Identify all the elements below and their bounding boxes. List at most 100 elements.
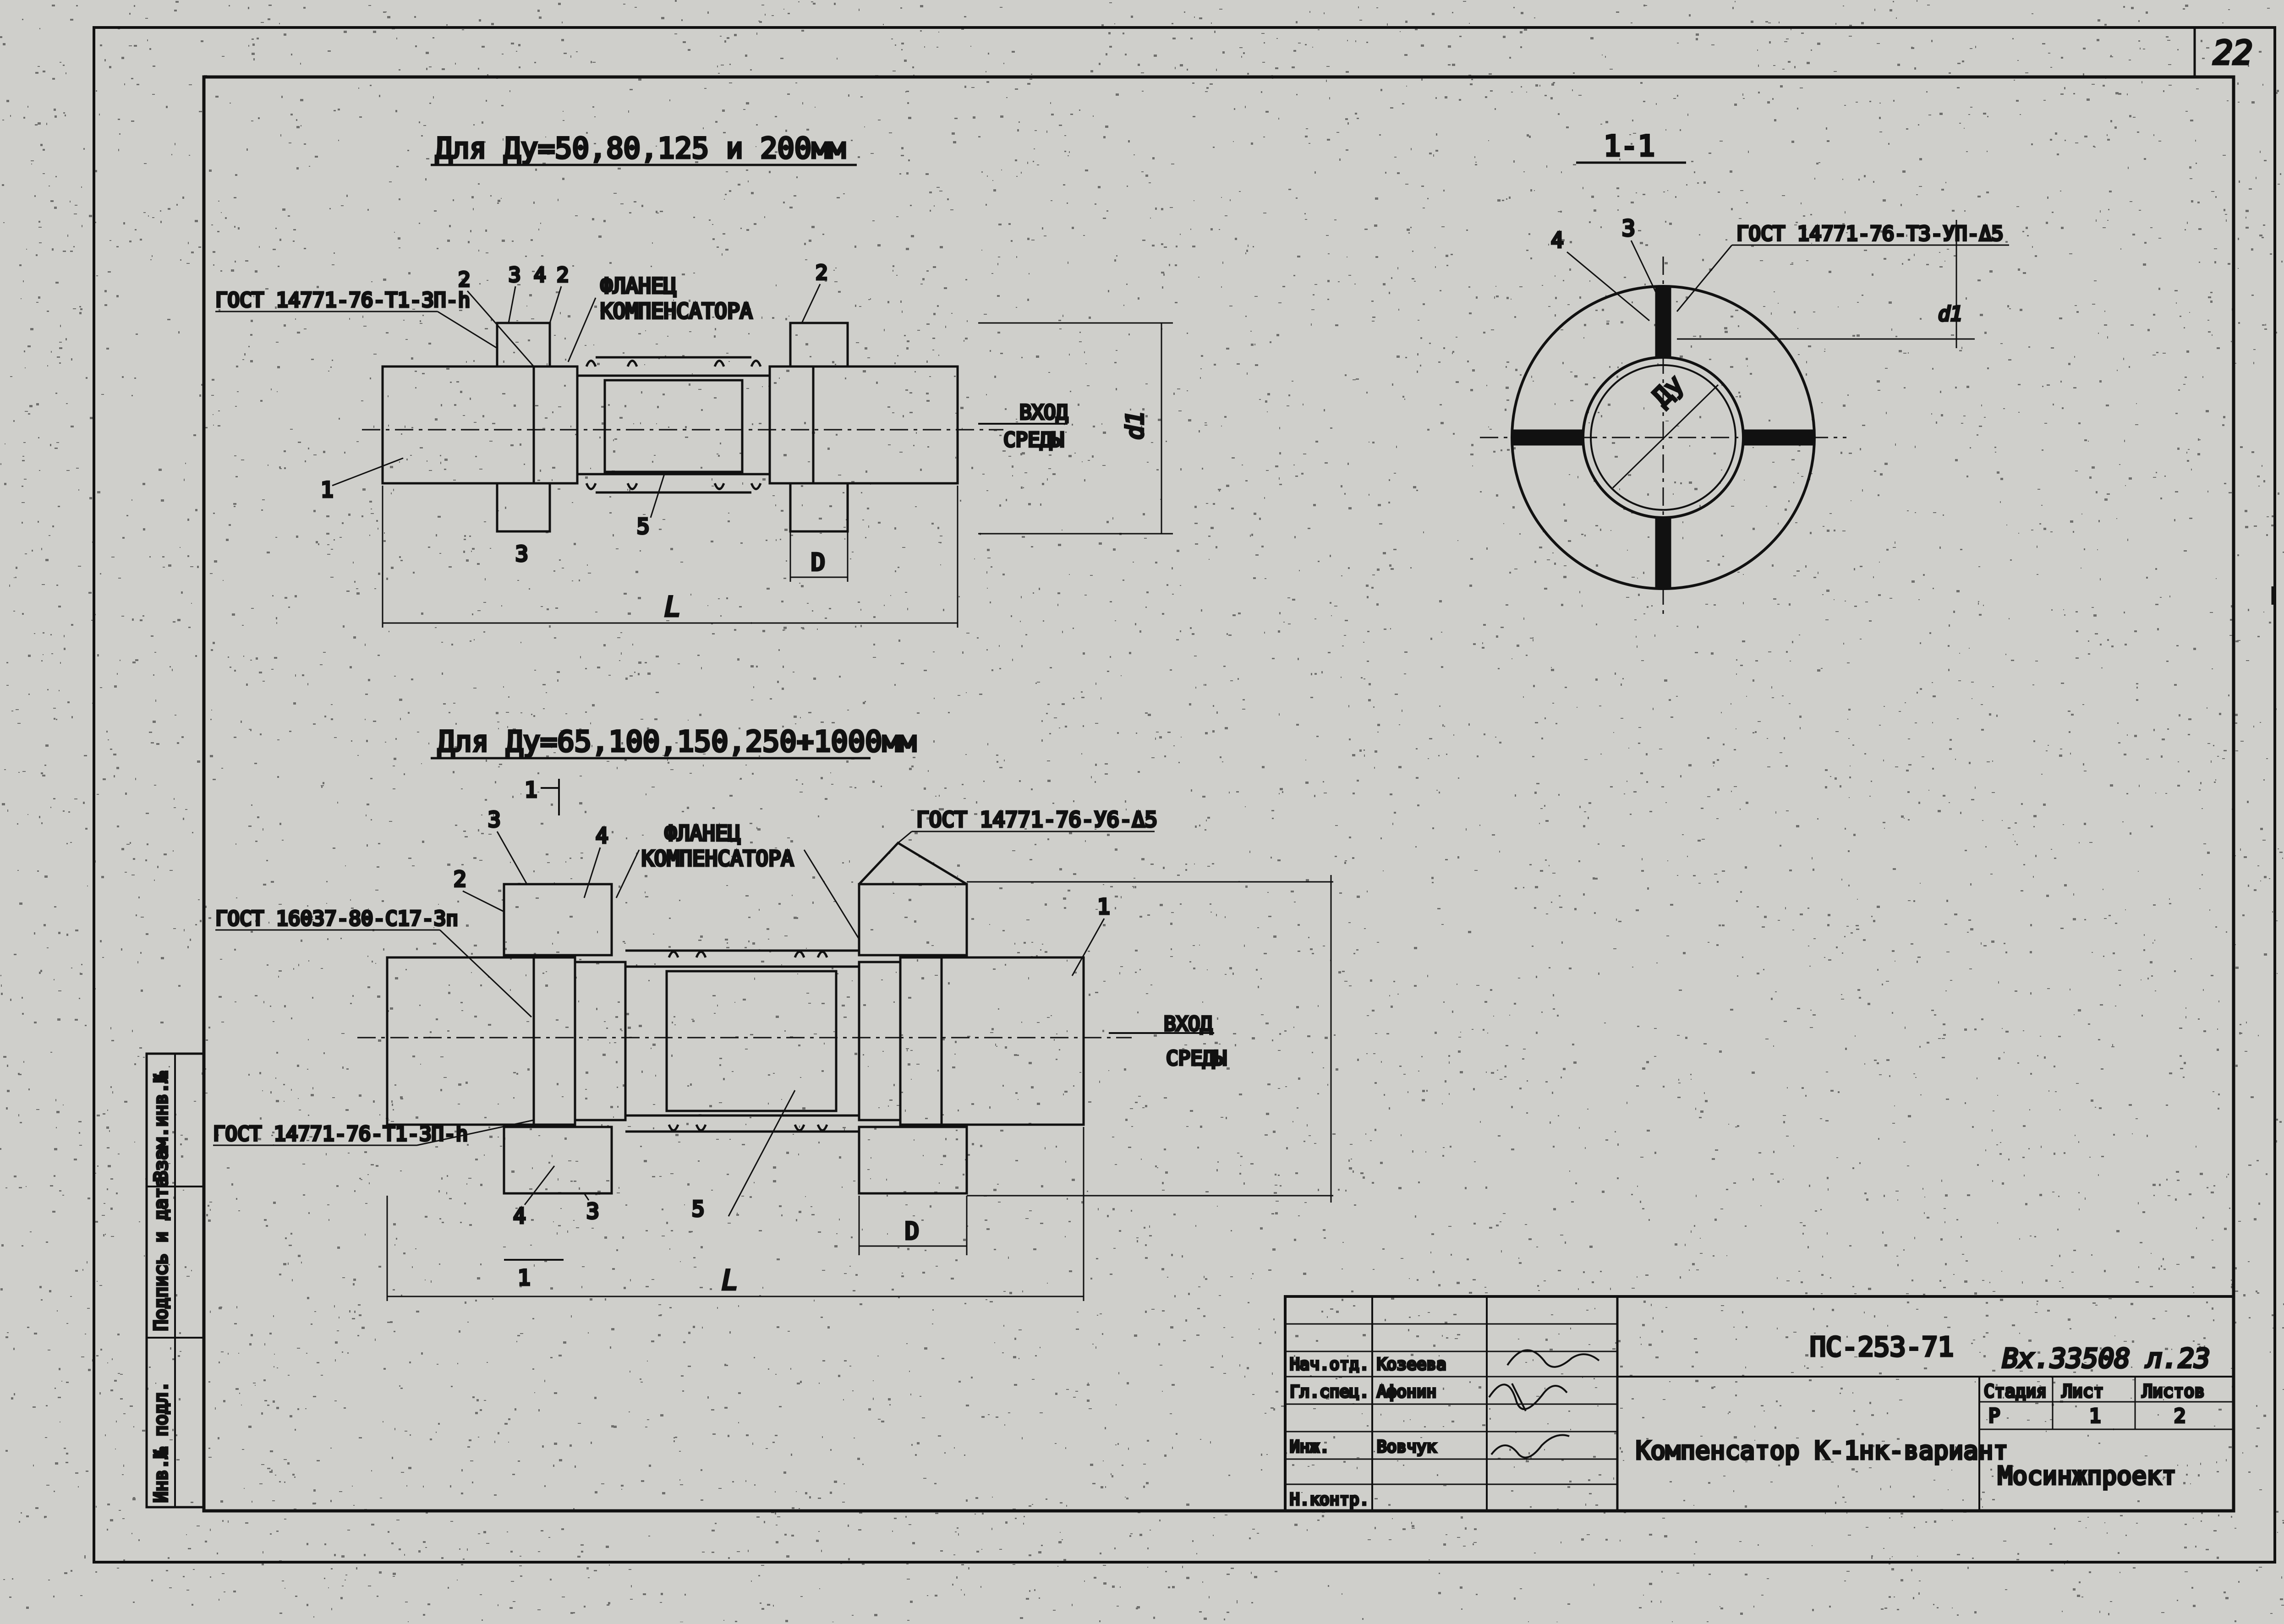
speckle	[273, 1315, 274, 1317]
speckle	[2053, 404, 2054, 405]
speckle	[559, 1355, 562, 1356]
speckle	[843, 492, 844, 493]
speckle	[528, 339, 530, 341]
speckle	[1486, 385, 1487, 386]
speckle	[948, 712, 950, 713]
speckle	[1231, 1568, 1234, 1569]
speckle	[1931, 413, 1932, 415]
speckle	[625, 902, 627, 903]
speckle	[1021, 357, 1023, 358]
speckle	[2115, 1317, 2116, 1318]
speckle	[304, 248, 306, 249]
speckle	[1942, 1038, 1945, 1039]
speckle	[2008, 827, 2010, 829]
speckle	[1773, 598, 1776, 600]
speckle	[2122, 821, 2124, 822]
speckle	[844, 746, 845, 747]
speckle	[447, 1030, 449, 1032]
speckle	[1506, 297, 1509, 299]
speckle	[2153, 729, 2155, 731]
speckle	[679, 1479, 680, 1481]
speckle	[132, 1498, 136, 1500]
speckle	[1015, 88, 1018, 90]
speckle	[271, 1135, 273, 1136]
speckle	[1841, 999, 1844, 1000]
speckle	[2030, 951, 2032, 953]
speckle	[1585, 1147, 1586, 1149]
speckle	[1037, 431, 1040, 433]
speckle	[2184, 1547, 2187, 1548]
speckle	[2136, 1281, 2139, 1283]
speckle	[352, 1486, 353, 1487]
speckle	[513, 728, 516, 730]
speckle	[893, 1084, 895, 1086]
speckle	[122, 1518, 125, 1519]
speckle	[557, 1083, 559, 1085]
speckle	[1357, 1059, 1359, 1061]
speckle	[378, 573, 380, 575]
speckle	[1162, 1182, 1164, 1184]
speckle	[1682, 834, 1684, 835]
speckle	[844, 1128, 845, 1131]
speckle	[1913, 900, 1915, 902]
speckle	[255, 995, 257, 996]
speckle	[7, 1090, 10, 1092]
speckle	[455, 825, 457, 826]
speckle	[486, 1543, 489, 1544]
speckle	[729, 190, 731, 192]
speckle	[2224, 1591, 2226, 1593]
speckle	[683, 1341, 685, 1343]
speckle	[1059, 125, 1062, 126]
speckle	[2237, 82, 2239, 85]
speckle	[608, 675, 611, 676]
speckle	[1415, 28, 1418, 30]
speckle	[868, 1408, 871, 1411]
speckle	[210, 1529, 211, 1531]
speckle	[393, 1109, 394, 1110]
speckle	[558, 199, 559, 201]
speckle	[1027, 299, 1029, 301]
speckle	[1598, 973, 1599, 975]
speckle	[719, 1058, 722, 1059]
speckle	[1530, 189, 1532, 191]
speckle	[2136, 1118, 2138, 1119]
speckle	[2054, 1066, 2055, 1067]
speckle	[1245, 106, 1246, 108]
speckle	[812, 610, 813, 612]
speckle	[220, 959, 222, 960]
speckle	[253, 58, 255, 60]
speckle	[2000, 343, 2003, 344]
speckle	[1020, 621, 1021, 622]
speckle	[1521, 86, 1522, 87]
speckle	[200, 920, 202, 922]
speckle	[1109, 2, 1112, 3]
speckle	[60, 325, 61, 327]
speckle	[277, 391, 278, 392]
speckle	[2079, 842, 2080, 843]
speckle	[1029, 1505, 1031, 1507]
speckle	[255, 1385, 256, 1386]
speckle	[679, 1451, 681, 1452]
speckle	[104, 304, 107, 306]
speckle	[1020, 453, 1022, 455]
speckle	[183, 1190, 184, 1191]
speckle	[1012, 51, 1015, 53]
speckle	[1621, 718, 1623, 719]
speckle	[796, 176, 798, 178]
speckle	[2218, 1001, 2219, 1002]
speckle	[1904, 387, 1906, 388]
speckle	[1830, 1090, 1834, 1092]
speckle	[2104, 498, 2108, 501]
speckle	[156, 743, 159, 745]
speckle	[2208, 296, 2211, 298]
speckle	[1160, 1365, 1162, 1366]
speckle	[1346, 149, 1348, 151]
speckle	[1969, 968, 1972, 969]
speckle	[1825, 1512, 1826, 1514]
speckle	[616, 548, 619, 549]
speckle	[1966, 1260, 1968, 1262]
speckle	[596, 1008, 597, 1010]
speckle	[1372, 321, 1375, 322]
speckle	[2138, 1266, 2139, 1268]
speckle	[1719, 1050, 1722, 1053]
